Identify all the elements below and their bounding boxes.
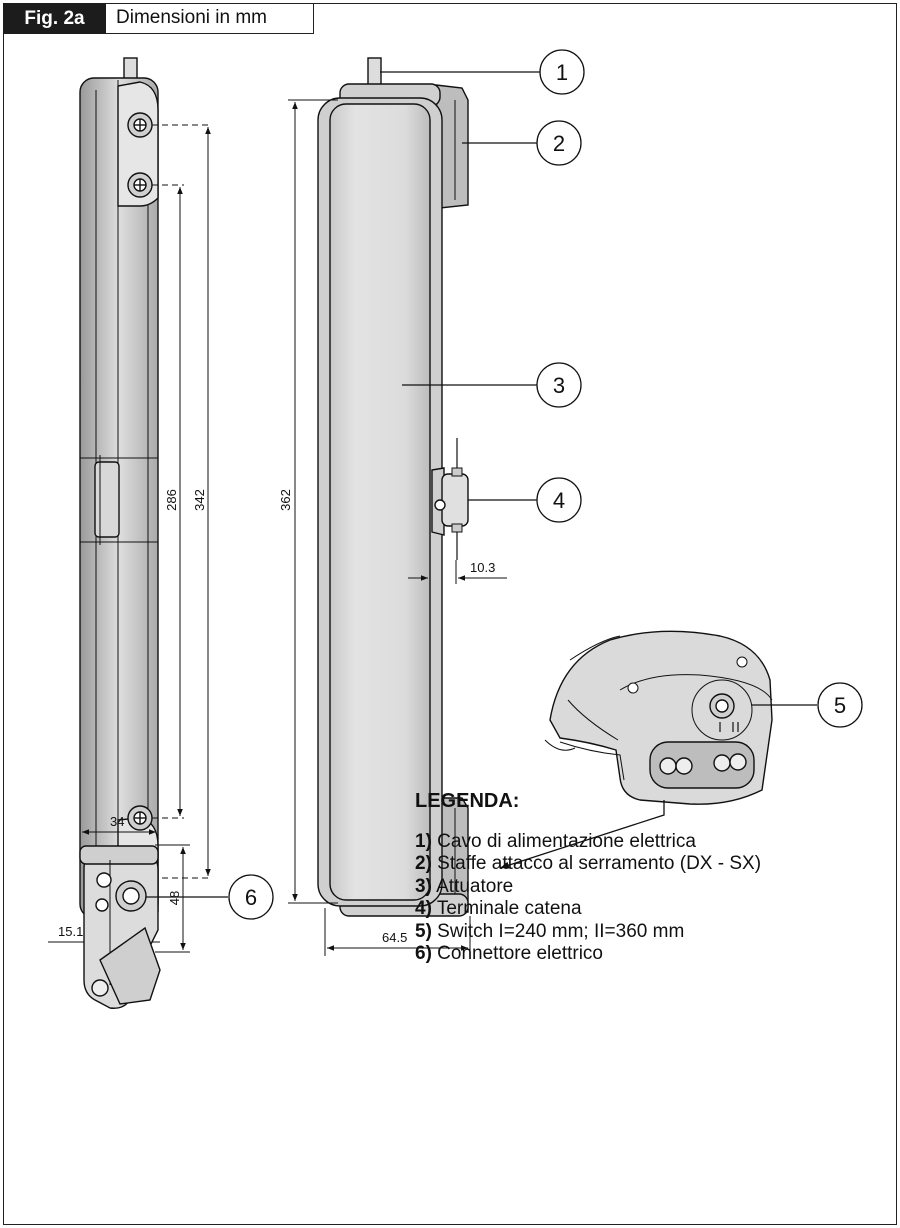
legend-item: 5) Switch I=240 mm; II=360 mm (415, 921, 761, 943)
legend-item-text: Switch I=240 mm; II=360 mm (431, 920, 685, 942)
legend-item-text: Staffe attacco al serramento (DX - SX) (431, 853, 762, 875)
legend-list: 1) Cavo di alimentazione elettrica 2) St… (415, 831, 761, 965)
legend-item-number: 4) (415, 898, 432, 920)
connector-view (79, 845, 161, 1009)
legend-item-number: 6) (415, 943, 432, 965)
callout-6-label: 6 (245, 885, 257, 910)
switch-detail (499, 630, 773, 869)
legend-item: 3) Attuatore (415, 876, 761, 898)
front-view-dimensions (288, 99, 507, 956)
legend-item: 6) Connettore elettrico (415, 943, 761, 965)
dim-15-1: 15.1 (58, 924, 83, 939)
dim-342: 342 (192, 489, 207, 511)
callout-2-label: 2 (553, 131, 565, 156)
legend-item-text: Cavo di alimentazione elettrica (431, 831, 696, 852)
callout-4-label: 4 (553, 488, 565, 513)
callout-3: 3 (536, 362, 582, 408)
callout-5-label: 5 (834, 693, 846, 718)
legend-item-number: 2) (415, 853, 432, 875)
connector-dimensions (79, 826, 190, 953)
dim-10-3: 10.3 (470, 560, 495, 575)
legend-item-text: Attuatore (431, 875, 514, 897)
callout-2: 2 (536, 120, 582, 166)
dim-286: 286 (164, 489, 179, 511)
dim-362: 362 (278, 489, 293, 511)
legend-item-number: 1) (415, 831, 432, 852)
legend-item: 2) Staffe attacco al serramento (DX - SX… (415, 853, 761, 875)
dim-48: 48 (167, 891, 182, 905)
dim-34: 34 (110, 814, 124, 829)
legend-item-text: Terminale catena (431, 898, 582, 920)
callout-5: 5 (817, 682, 863, 728)
legend-title: LEGENDA: (415, 790, 520, 812)
legend-item: 4) Terminale catena (415, 898, 761, 920)
callout-4: 4 (536, 477, 582, 523)
legend-item-number: 3) (415, 875, 432, 897)
callout-1: 1 (539, 49, 585, 95)
figure-frame (3, 3, 897, 1225)
legend-item-number: 5) (415, 920, 432, 942)
dim-64-5: 64.5 (382, 930, 407, 945)
figure-title: Dimensioni in mm (106, 3, 314, 34)
side-view (79, 57, 212, 946)
callout-1-label: 1 (556, 60, 568, 85)
callout-6: 6 (228, 874, 274, 920)
front-view (317, 57, 469, 917)
callout-leaders (146, 71, 817, 898)
figure-tag: Fig. 2a (3, 3, 106, 34)
legend-item: 1) Cavo di alimentazione elettrica (415, 831, 761, 853)
callout-3-label: 3 (553, 373, 565, 398)
legend: LEGENDA: 1) Cavo di alimentazione elettr… (415, 790, 761, 965)
legend-item-text: Connettore elettrico (431, 943, 603, 965)
